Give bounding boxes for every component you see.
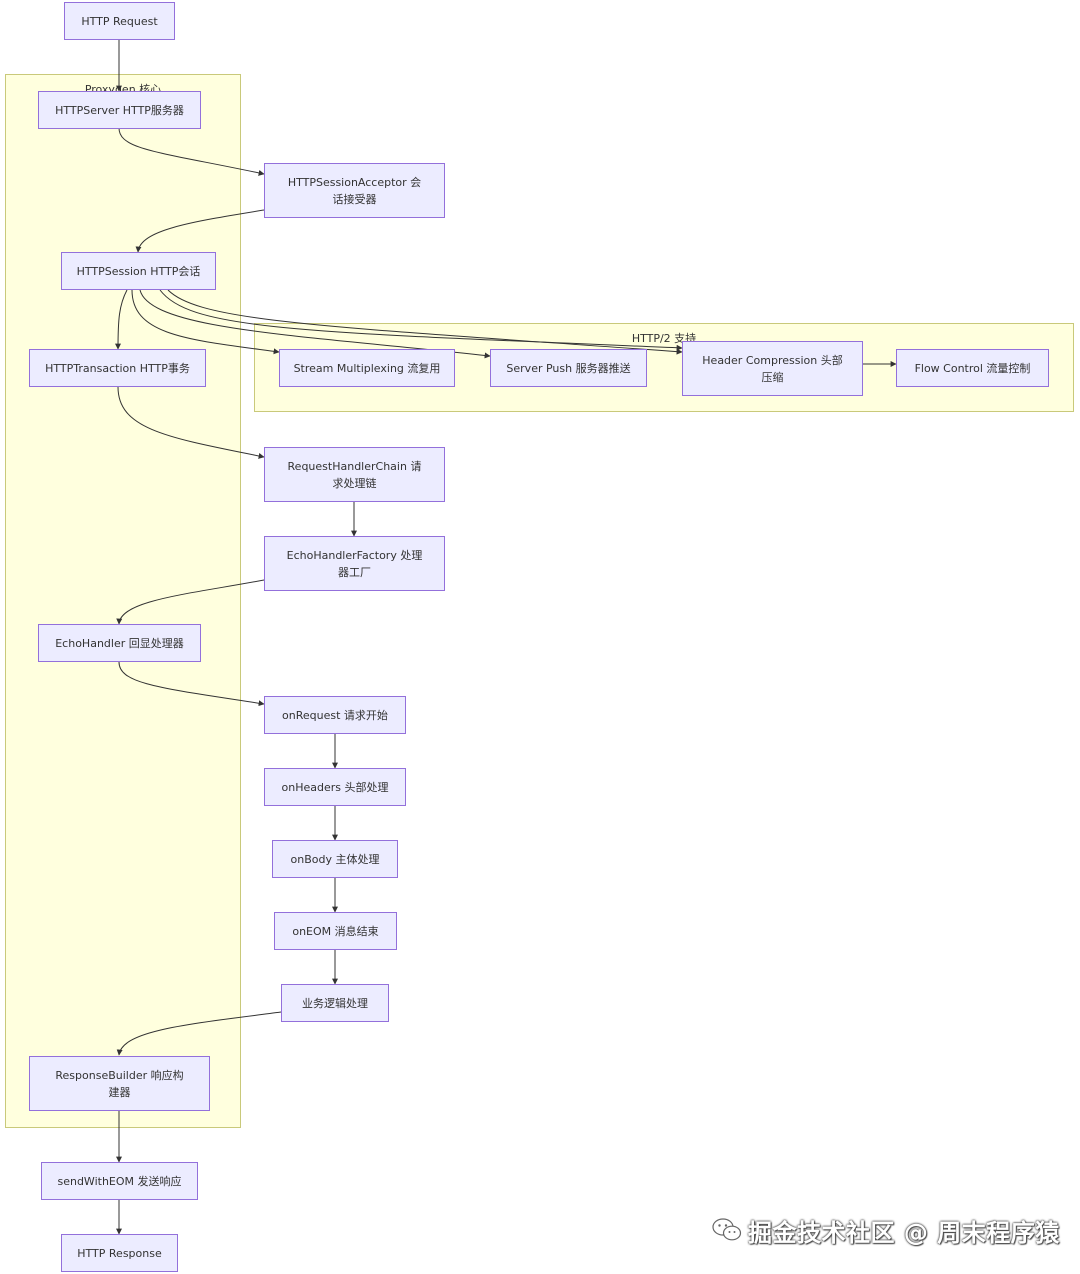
- node-label: Flow Control 流量控制: [914, 361, 1031, 375]
- node-label: onEOM 消息结束: [292, 924, 379, 938]
- node-label: Server Push 服务器推送: [506, 361, 631, 375]
- node-echo-handler: EchoHandler 回显处理器: [38, 624, 201, 662]
- node-http-server: HTTPServer HTTP服务器: [38, 91, 201, 129]
- node-label: Header Compression 头部压缩: [702, 353, 843, 384]
- node-label: ResponseBuilder 响应构建器: [55, 1068, 184, 1099]
- node-server-push: Server Push 服务器推送: [490, 349, 647, 387]
- node-label: HTTPServer HTTP服务器: [55, 103, 184, 117]
- edge-acceptor-session: [135, 209, 265, 253]
- node-label: onRequest 请求开始: [282, 708, 388, 722]
- watermark: 掘金技术社区 @ 周末程序猿: [712, 1210, 1060, 1250]
- edge-server-acceptor: [118, 127, 265, 176]
- edge-session-stream-mux: [131, 289, 280, 355]
- edge-session-header-comp-b: [167, 289, 683, 355]
- cluster-proxygen-core: Proxygen 核心: [5, 74, 241, 1128]
- node-http-request: HTTP Request: [64, 2, 175, 40]
- node-request-handler-chain: RequestHandlerChain 请求处理链: [264, 447, 445, 502]
- node-response-builder: ResponseBuilder 响应构建器: [29, 1056, 210, 1111]
- watermark-text: 掘金技术社区 @ 周末程序猿: [748, 1218, 1060, 1247]
- node-label: HTTP Response: [77, 1246, 162, 1260]
- node-label: 业务逻辑处理: [302, 996, 368, 1010]
- node-label: EchoHandlerFactory 处理器工厂: [286, 548, 423, 579]
- node-send-with-eom: sendWithEOM 发送响应: [41, 1162, 198, 1200]
- edge-session-header-comp-a: [159, 289, 683, 351]
- node-http-transaction: HTTPTransaction HTTP事务: [29, 349, 206, 387]
- node-session-acceptor: HTTPSessionAcceptor 会话接受器: [264, 163, 445, 218]
- edge-session-transaction: [115, 289, 128, 350]
- node-label: EchoHandler 回显处理器: [55, 636, 184, 650]
- node-header-compression: Header Compression 头部压缩: [682, 341, 863, 396]
- edge-session-server-push: [139, 289, 491, 359]
- node-label: HTTPTransaction HTTP事务: [45, 361, 190, 375]
- node-http-response: HTTP Response: [61, 1234, 178, 1272]
- node-on-headers: onHeaders 头部处理: [264, 768, 406, 806]
- node-stream-multiplexing: Stream Multiplexing 流复用: [279, 349, 455, 387]
- node-flow-control: Flow Control 流量控制: [896, 349, 1049, 387]
- node-label: HTTPSessionAcceptor 会话接受器: [287, 175, 422, 206]
- node-label: HTTP Request: [81, 14, 158, 28]
- edge-transaction-chain: [117, 386, 265, 459]
- node-on-eom: onEOM 消息结束: [274, 912, 397, 950]
- edge-business-builder: [116, 1011, 282, 1056]
- edge-handler-onrequest: [118, 661, 265, 707]
- node-label: sendWithEOM 发送响应: [57, 1174, 182, 1188]
- node-echo-handler-factory: EchoHandlerFactory 处理器工厂: [264, 536, 445, 591]
- node-http-session: HTTPSession HTTP会话: [61, 252, 216, 290]
- edge-factory-handler: [116, 579, 265, 625]
- node-label: RequestHandlerChain 请求处理链: [287, 459, 422, 490]
- cluster-title: HTTP/2 支持: [631, 332, 697, 345]
- node-label: HTTPSession HTTP会话: [76, 264, 201, 278]
- wechat-icon: [712, 1218, 742, 1241]
- node-label: onHeaders 头部处理: [281, 780, 389, 794]
- node-label: Stream Multiplexing 流复用: [293, 361, 441, 375]
- node-on-body: onBody 主体处理: [272, 840, 398, 878]
- node-on-request: onRequest 请求开始: [264, 696, 406, 734]
- node-business-logic: 业务逻辑处理: [281, 984, 389, 1022]
- node-label: onBody 主体处理: [290, 852, 380, 866]
